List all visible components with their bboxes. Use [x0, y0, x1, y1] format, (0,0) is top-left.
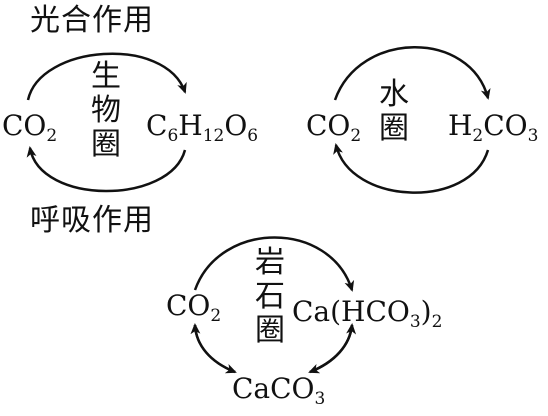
biosphere-char-1: 生: [91, 59, 121, 94]
lithosphere-co2: CO2: [166, 289, 222, 326]
photosynthesis-arrow: [26, 52, 187, 101]
litho-top-arrow: [193, 236, 355, 292]
calcium-carbonate-formula: CaCO3: [232, 372, 326, 409]
litho-left-arrow-reverse: [193, 324, 237, 374]
respiration-label: 呼吸作用: [30, 203, 154, 238]
hydro-back-arrow: [333, 143, 490, 194]
hydrosphere-center-label: 水 圈: [374, 78, 414, 146]
carbonic-acid-formula: H2CO3: [448, 109, 539, 146]
litho-right-arrow: [309, 323, 357, 374]
litho-left-arrow: [190, 323, 236, 374]
photosynthesis-label: 光合作用: [30, 3, 154, 38]
lithosphere-center-label: 岩 石 圈: [250, 246, 290, 348]
respiration-arrow: [26, 146, 187, 193]
lithosphere-char-1: 岩: [255, 245, 285, 280]
hydro-forward-arrow: [333, 46, 491, 101]
lithosphere-char-2: 石: [255, 279, 285, 314]
biosphere-center-label: 生 物 圈: [86, 60, 126, 162]
biosphere-char-3: 圈: [91, 127, 121, 162]
hydrosphere-co2: CO2: [306, 109, 362, 146]
hydrosphere-char-1: 水: [379, 77, 409, 112]
calcium-bicarbonate-formula: Ca(HCO3)2: [292, 295, 443, 332]
litho-right-arrow-reverse: [308, 324, 354, 374]
glucose-formula: C6H12O6: [146, 109, 259, 146]
biosphere-char-2: 物: [91, 93, 121, 128]
biosphere-co2: CO2: [2, 109, 58, 146]
lithosphere-char-3: 圈: [255, 313, 285, 348]
hydrosphere-char-2: 圈: [379, 111, 409, 146]
